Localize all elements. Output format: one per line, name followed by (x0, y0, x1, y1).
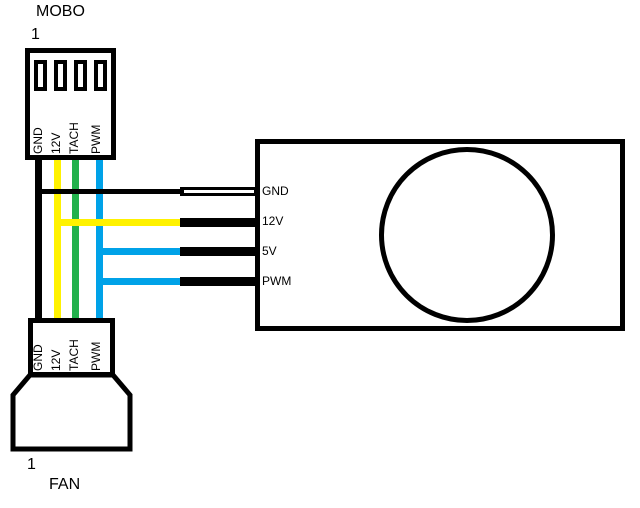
mobo-pin-label-tach: TACH (67, 122, 81, 154)
wire-5v-horizontal (96, 248, 183, 255)
wire-pwm-vertical (96, 156, 103, 322)
fan-pin-label-pwm: PWM (89, 341, 103, 371)
fan-pwm-lead (180, 277, 257, 286)
wire-12v-horizontal (54, 219, 183, 226)
fan-terminal-label-gnd: GND (262, 184, 289, 198)
fan-pin-label-tach: TACH (67, 339, 81, 371)
fan-5v-lead (180, 247, 257, 256)
fan-terminal-label-5v: 5V (262, 244, 277, 258)
fan-gnd-lead-stripe (184, 190, 254, 193)
wire-gnd-horizontal (35, 189, 183, 194)
fan-plug-housing (10, 372, 133, 452)
mobo-pin-label-gnd: GND (31, 127, 45, 154)
fan-terminal-label-pwm: PWM (262, 274, 292, 288)
wire-12v-vertical (54, 156, 61, 322)
fan-pin1-marker: 1 (27, 456, 36, 473)
mobo-pin-slot-3 (74, 60, 87, 91)
fan-pin-label-gnd: GND (31, 344, 45, 371)
wire-tach-vertical (72, 156, 79, 322)
mobo-title: MOBO (36, 3, 85, 20)
mobo-pin-label-12v: 12V (49, 132, 63, 154)
fan-rotor-circle (379, 147, 555, 323)
mobo-connector-box (25, 48, 116, 160)
fan-12v-lead (180, 218, 257, 227)
mobo-pin1-marker: 1 (31, 26, 40, 43)
fan-plug-connector-box (28, 318, 115, 377)
wire-gnd-vertical (35, 156, 42, 322)
mobo-pin-slot-1 (34, 60, 47, 91)
mobo-pin-slot-4 (94, 60, 107, 91)
fan-title: FAN (49, 476, 81, 493)
fan-pin-label-12v: 12V (49, 349, 63, 371)
mobo-pin-label-pwm: PWM (89, 124, 103, 154)
wire-pwm-horizontal (96, 278, 183, 285)
fan-terminal-label-12v: 12V (262, 214, 284, 228)
mobo-pin-slot-2 (54, 60, 67, 91)
